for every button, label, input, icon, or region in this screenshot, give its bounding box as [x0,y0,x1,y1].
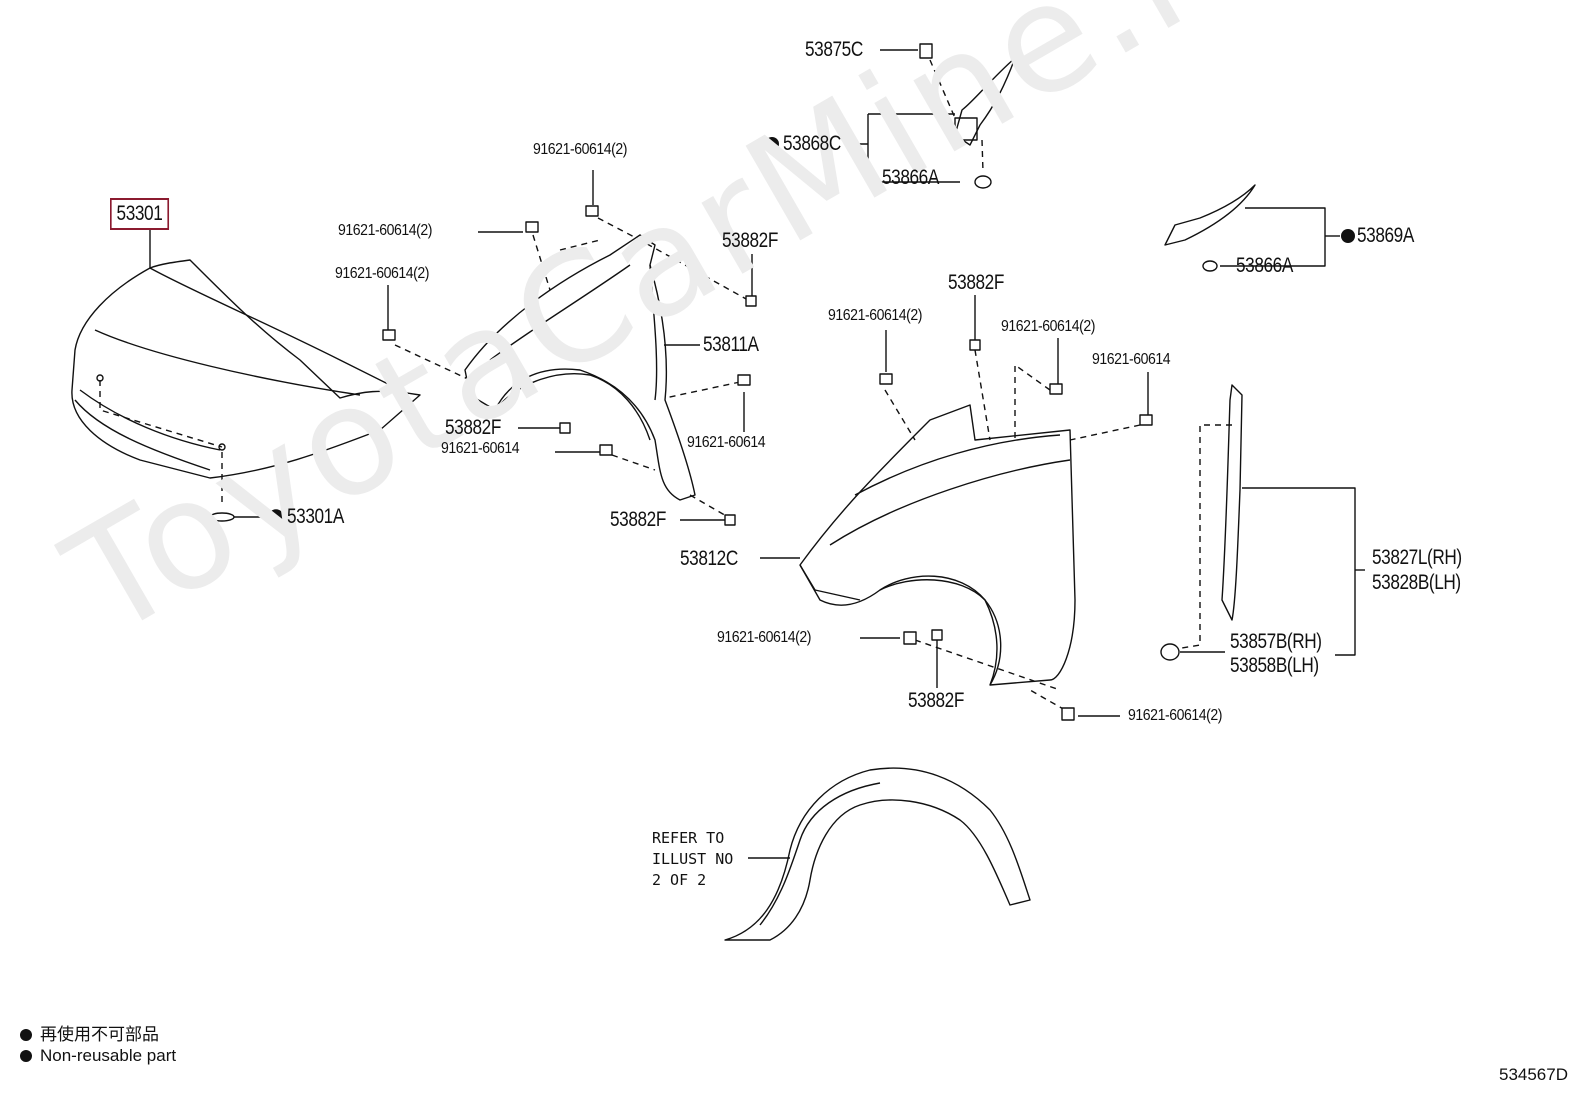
part-label-bolt-8[interactable]: 91621-60614 [1092,351,1171,368]
part-label-nut-e[interactable]: 53882F [908,689,964,712]
part-label-seal-right[interactable]: 53869A [1357,224,1414,247]
hood-drawing [71,259,421,479]
protector-drawing [1221,384,1243,621]
part-label-bolt-6[interactable]: 91621-60614(2) [828,307,923,324]
part-label-nut-d[interactable]: 53882F [948,271,1004,294]
part-label-nut-b[interactable]: 53882F [445,416,501,439]
part-label-bolt-3[interactable]: 91621-60614(2) [335,265,430,282]
part-label-nut-c[interactable]: 53882F [610,508,666,531]
part-label-protector-rh[interactable]: 53827L(RH) [1372,546,1462,569]
part-label-hood-seal[interactable]: 53301A [287,505,344,528]
legend-jp: 再使用不可部品 [20,1020,159,1045]
top-seal-drawing [954,57,1016,189]
right-seal-drawing [1164,184,1256,272]
part-label-bolt-2[interactable]: 91621-60614(2) [338,222,433,239]
legend-dot [20,1029,32,1041]
part-label-bolt-10[interactable]: 91621-60614(2) [1128,707,1223,724]
part-label-fender-rh[interactable]: 53812C [680,547,738,570]
image-code: 534567D [1498,1065,1568,1084]
fender-right-drawing [799,404,1076,686]
part-label-protector-lh[interactable]: 53828B(LH) [1372,571,1461,594]
part-label-retainer-top[interactable]: 53875C [805,38,863,61]
part-label-clip-lh[interactable]: 53858B(LH) [1230,654,1319,677]
part-label-fender-lh[interactable]: 53811A [703,333,759,356]
part-label-bolt-7[interactable]: 91621-60614(2) [1001,318,1096,335]
part-label-hood[interactable]: 53301 [110,198,169,230]
part-label-seal-top[interactable]: 53868C [783,132,841,155]
part-label-bolt-9[interactable]: 91621-60614(2) [717,629,812,646]
legend-en: Non-reusable part [20,1046,176,1066]
part-label-clip-rh[interactable]: 53857B(RH) [1230,630,1322,653]
fender-left-drawing [464,234,696,501]
part-label-nut-a[interactable]: 53882F [722,229,778,252]
part-label-bolt-5[interactable]: 91621-60614 [687,434,766,451]
fender-liner-drawing [724,767,1031,941]
refer-note: REFER TO ILLUST NO 2 OF 2 [652,829,734,889]
part-label-clip-right[interactable]: 53866A [1236,254,1293,277]
part-label-bolt-1[interactable]: 91621-60614(2) [533,141,628,158]
legend-dot [20,1050,32,1062]
part-label-clip-top[interactable]: 53866A [882,166,939,189]
part-label-bolt-4[interactable]: 91621-60614 [441,440,520,457]
